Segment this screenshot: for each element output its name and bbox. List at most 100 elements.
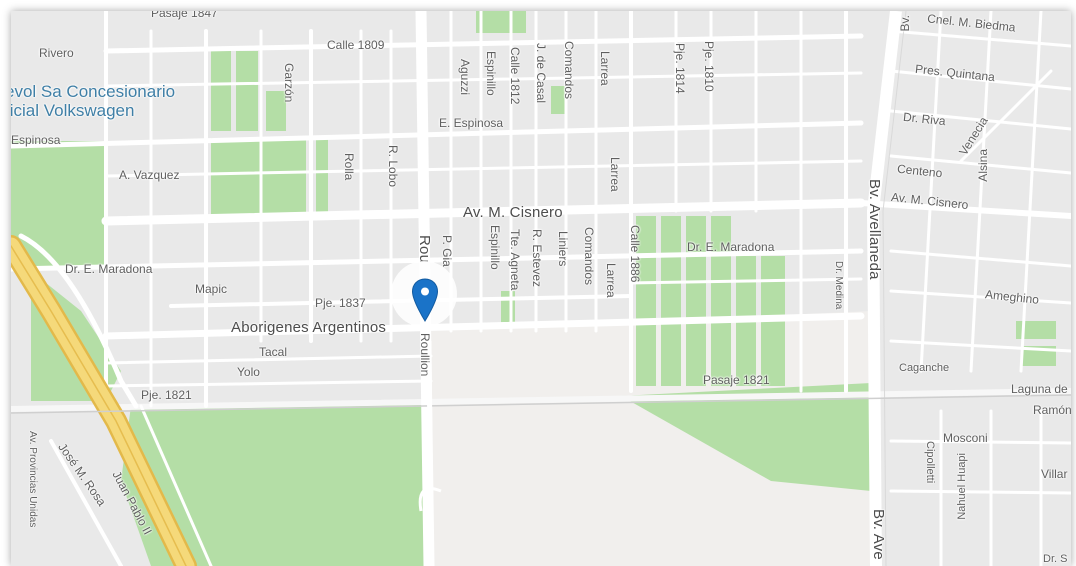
streets xyxy=(11,11,1071,566)
street-h2 xyxy=(104,159,863,178)
label-mosconi: Mosconi xyxy=(943,431,988,445)
label-pje-1810: Pje. 1810 xyxy=(702,41,716,92)
street-cisnero xyxy=(101,198,866,226)
label-dr-maradona-right: Dr. E. Maradona xyxy=(687,240,775,254)
park-small-1 xyxy=(1016,321,1056,339)
label-alsina: Alsina xyxy=(976,149,990,182)
park-left-strip xyxy=(11,141,106,266)
label-larrea-low: Larrea xyxy=(604,263,618,298)
road-south xyxy=(426,340,434,566)
poi-volkswagen-name[interactable]: evol Sa Concesionario ficial Volkswagen xyxy=(11,82,176,120)
street-avellaneda-edge xyxy=(882,11,907,566)
park-block-8 xyxy=(501,291,515,323)
street-maradona xyxy=(11,248,864,272)
label-j-de-casal: J. de Casal xyxy=(534,43,548,104)
label-dr-maradona-left: Dr. E. Maradona xyxy=(65,262,153,276)
label-espinosa: Espinosa xyxy=(11,133,61,147)
park-block-2 xyxy=(211,51,231,131)
street-h5 xyxy=(629,277,863,285)
street-avellaneda xyxy=(866,11,902,566)
street-r-h1 xyxy=(889,29,1071,48)
street-1809 xyxy=(103,33,864,54)
street-r-h7 xyxy=(889,339,1071,353)
street-h1 xyxy=(104,71,863,88)
label-espinillo-top: Espinillo xyxy=(484,51,498,96)
label-cipolletti: Cipolletti xyxy=(924,441,936,484)
street-r-h3 xyxy=(889,109,1071,131)
label-mapic: Mapic xyxy=(195,282,228,296)
label-rolla: Rolla xyxy=(342,153,356,181)
label-calle-1886: Calle 1886 xyxy=(628,225,642,283)
label-bv-avellaneda: Bv. Avellaneda xyxy=(866,179,883,280)
park-block-6 xyxy=(476,11,526,33)
poi-line-1: evol Sa Concesionario xyxy=(11,82,176,101)
label-roullion-top: Rou xyxy=(416,235,433,264)
label-e-espinosa: E. Espinosa xyxy=(439,116,504,130)
label-pje-1814: Pje. 1814 xyxy=(673,43,687,94)
street-r-v1 xyxy=(919,11,943,373)
street-r-v3 xyxy=(1019,11,1043,373)
rail-line xyxy=(11,394,1071,414)
track-sw xyxy=(418,487,442,512)
label-ramon: Ramón xyxy=(1033,403,1071,417)
park-block-1 xyxy=(211,138,306,216)
label-calle-1812: Calle 1812 xyxy=(508,47,522,105)
label-laguna: Laguna de xyxy=(1011,382,1068,396)
label-espinillo-mid: Espinillo xyxy=(488,225,502,270)
label-pasaje-1847: Pasaje 1847 xyxy=(151,11,218,20)
park-block-4 xyxy=(266,91,286,131)
label-p-gia: P. Gia xyxy=(440,235,454,267)
label-comandos-top: Comandos xyxy=(562,41,576,100)
street-cisnero-right xyxy=(858,200,1071,219)
street-aborigenes xyxy=(102,312,865,340)
label-pasaje-1821: Pasaje 1821 xyxy=(703,373,770,387)
park-grid-3 xyxy=(686,216,706,386)
pin-shape xyxy=(411,278,439,322)
street-r-h9 xyxy=(889,489,1071,495)
label-yolo: Yolo xyxy=(237,365,260,379)
label-villar: Villar xyxy=(1041,467,1068,481)
label-dr-medina: Dr. Medina xyxy=(833,261,844,310)
label-roullion: Roullion xyxy=(418,333,432,377)
label-calle-1809: Calle 1809 xyxy=(327,38,385,52)
label-av-cisnero: Av. M. Cisnero xyxy=(463,204,563,221)
park-block-5 xyxy=(316,138,328,213)
park-block-3 xyxy=(236,51,258,131)
label-garzon: Garzón xyxy=(282,63,296,103)
map-canvas[interactable] xyxy=(11,11,1071,566)
label-bv-top: Bv. xyxy=(898,15,912,32)
park-southeast xyxy=(621,383,871,491)
label-liniers: Liniers xyxy=(556,231,570,267)
ramp-1 xyxy=(18,233,139,409)
ramp-2 xyxy=(49,439,123,566)
label-pje-1837: Pje. 1837 xyxy=(315,296,366,310)
park-grid-4 xyxy=(711,216,731,386)
label-aguzzi: Aguzzi xyxy=(458,59,472,96)
label-r-estevez: R. Estevez xyxy=(530,229,544,288)
street-r-h6 xyxy=(889,289,1071,305)
label-rivero: Rivero xyxy=(39,46,74,60)
label-r-lobo: R. Lobo xyxy=(386,145,400,188)
street-h4 xyxy=(104,379,433,388)
label-larrea-mid: Larrea xyxy=(608,157,622,192)
street-espinosa xyxy=(11,120,864,149)
label-dr-s: Dr. S xyxy=(1043,553,1068,565)
poi-line-2: ficial Volkswagen xyxy=(11,100,135,120)
label-caganche: Caganche xyxy=(899,362,950,374)
label-av-provincias: Av. Provincias Unidas xyxy=(27,431,38,528)
park-southwest xyxy=(121,401,431,566)
label-a-vazquez: A. Vazquez xyxy=(119,168,180,182)
street-h3 xyxy=(104,354,433,365)
map-view[interactable]: Pasaje 1847 Rivero Calle 1809 Garzón Agu… xyxy=(11,11,1071,566)
street-r-diag xyxy=(959,69,1053,163)
street-r-h2 xyxy=(889,69,1071,91)
label-larrea-top: Larrea xyxy=(598,51,612,86)
label-tacal: Tacal xyxy=(259,345,288,359)
street-1821 xyxy=(11,388,1071,412)
park-block-7 xyxy=(551,86,565,114)
label-pje-1821: Pje. 1821 xyxy=(141,388,192,402)
location-pin-icon[interactable] xyxy=(411,277,439,323)
label-bv-ave-low: Bv. Ave xyxy=(870,509,887,560)
park-grid-2 xyxy=(661,216,681,386)
pin-dot xyxy=(421,287,429,296)
